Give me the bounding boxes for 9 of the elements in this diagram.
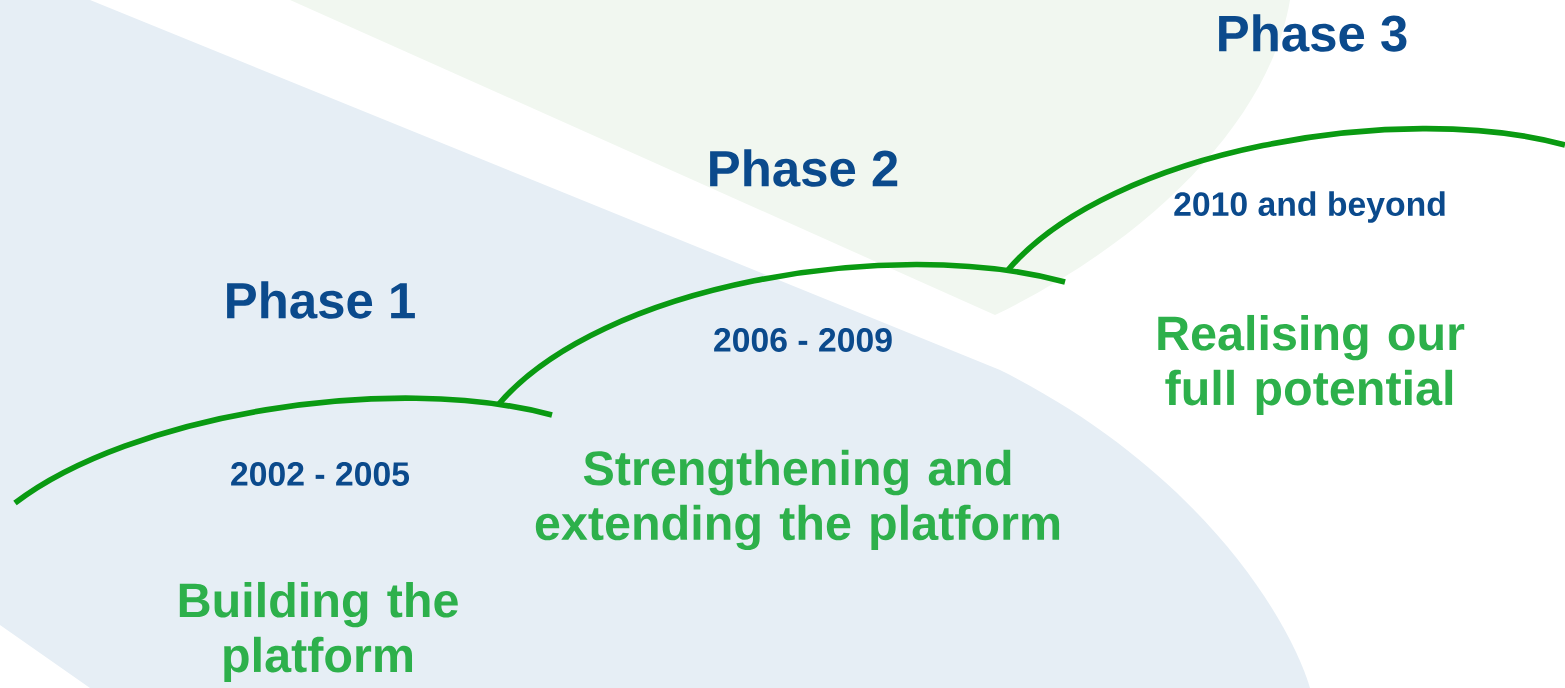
- year-range: 2002 - 2005: [231, 462, 410, 486]
- phase-description: Strengthening and extending the platform: [535, 449, 1060, 551]
- phase-description: Realising our full potential: [1158, 314, 1465, 415]
- phase-heading: Phase 1: [227, 281, 415, 319]
- phase-description: Building the platform: [179, 581, 458, 682]
- phase-heading: Phase 2: [710, 149, 898, 187]
- phase-heading: Phase 3: [1219, 14, 1407, 52]
- year-range: 2006 - 2009: [714, 328, 892, 352]
- year-range: 2010 and beyond: [1174, 191, 1445, 223]
